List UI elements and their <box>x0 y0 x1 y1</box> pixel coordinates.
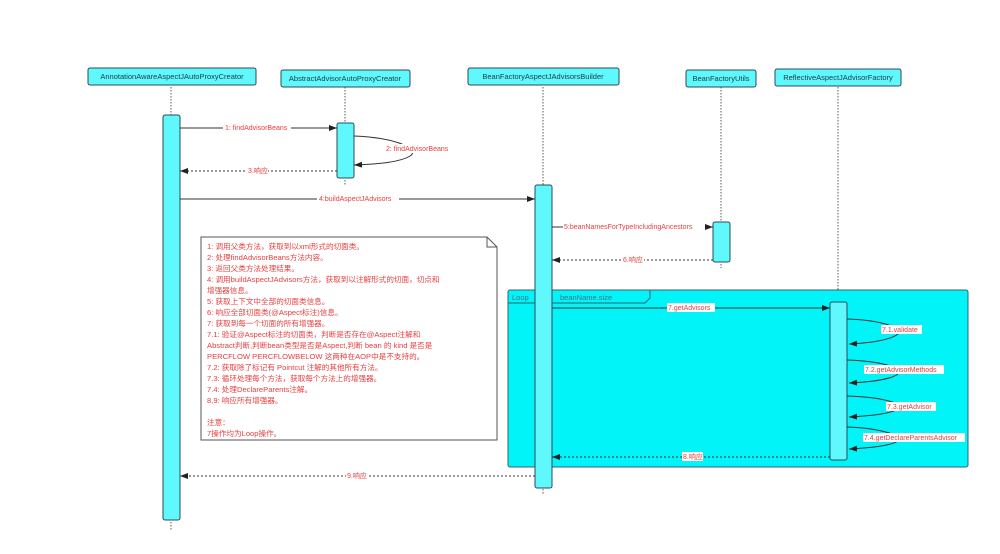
message-3-return: 3.响应 <box>180 166 337 175</box>
message-7-2-self: 7.2.getAdvisorMethods <box>846 359 944 386</box>
message-4: 4:buildAspectJAdvisors <box>180 194 535 203</box>
message-7: 7.getAdvisors <box>552 303 830 312</box>
participant-label: BeanFactoryUtils <box>692 74 749 83</box>
loop-condition: beanName.size <box>560 293 612 302</box>
svg-text:5:beanNamesForTypeIncludingAnc: 5:beanNamesForTypeIncludingAncestors <box>564 224 693 231</box>
participant-label: BeanFactoryAspectJAdvisorsBuilder <box>482 72 604 81</box>
participant-label: AnnotationAwareAspectJAutoProxyCreator <box>100 72 244 81</box>
message-5: 5:beanNamesForTypeIncludingAncestors <box>552 222 713 231</box>
svg-text:7.1.validate: 7.1.validate <box>882 327 918 334</box>
participant-advisors-builder[interactable]: BeanFactoryAspectJAdvisorsBuilder <box>467 67 620 86</box>
svg-text:7.3.getAdvisor: 7.3.getAdvisor <box>887 404 932 411</box>
activation-1 <box>162 114 181 521</box>
note-text: 1: 调用父类方法，获取到以xml形式的切面类。 2: 处理findAdviso… <box>207 241 442 438</box>
svg-text:2: findAdvisorBeans: 2: findAdvisorBeans <box>386 146 449 153</box>
message-1: 1: findAdvisorBeans <box>180 123 337 132</box>
message-2-self: 2: findAdvisorBeans <box>353 135 454 168</box>
participant-label: ReflectiveAspectJAdvisorFactory <box>783 73 893 82</box>
activation-4 <box>712 221 731 263</box>
activation-3 <box>534 184 553 489</box>
activation-2 <box>336 122 355 179</box>
svg-text:1: findAdvisorBeans: 1: findAdvisorBeans <box>225 125 288 132</box>
note: 1: 调用父类方法，获取到以xml形式的切面类。 2: 处理findAdviso… <box>200 236 498 441</box>
participant-label: AbstractAdvisorAutoProxyCreator <box>289 74 402 83</box>
message-7-3-self: 7.3.getAdvisor <box>846 395 936 420</box>
message-7-4-self: 7.4.getDeclareParentsAdvisor <box>846 426 965 452</box>
svg-text:4:buildAspectJAdvisors: 4:buildAspectJAdvisors <box>319 196 392 203</box>
svg-text:7.getAdvisors: 7.getAdvisors <box>668 305 711 312</box>
participant-abstract-advisor[interactable]: AbstractAdvisorAutoProxyCreator <box>280 69 411 88</box>
participant-annotation-aware[interactable]: AnnotationAwareAspectJAutoProxyCreator <box>87 67 257 86</box>
activation-5 <box>829 301 848 461</box>
svg-text:9.响应: 9.响应 <box>347 471 367 480</box>
svg-text:7.4.getDeclareParentsAdvisor: 7.4.getDeclareParentsAdvisor <box>864 435 958 442</box>
loop-frame: Loop beanName.size <box>507 289 969 468</box>
svg-text:8.响应: 8.响应 <box>683 452 703 461</box>
participant-advisor-factory[interactable]: ReflectiveAspectJAdvisorFactory <box>774 68 902 87</box>
message-9-return: 9.响应 <box>180 471 535 480</box>
svg-text:7.2.getAdvisorMethods: 7.2.getAdvisorMethods <box>865 367 937 374</box>
svg-text:3.响应: 3.响应 <box>248 166 268 175</box>
loop-label: Loop <box>512 293 529 302</box>
svg-text:6.响应: 6.响应 <box>623 255 643 264</box>
participant-bean-factory-utils[interactable]: BeanFactoryUtils <box>685 69 757 88</box>
message-8-return: 8.响应 <box>552 452 830 461</box>
message-7-1-self: 7.1.validate <box>846 318 922 347</box>
message-6-return: 6.响应 <box>552 255 713 264</box>
